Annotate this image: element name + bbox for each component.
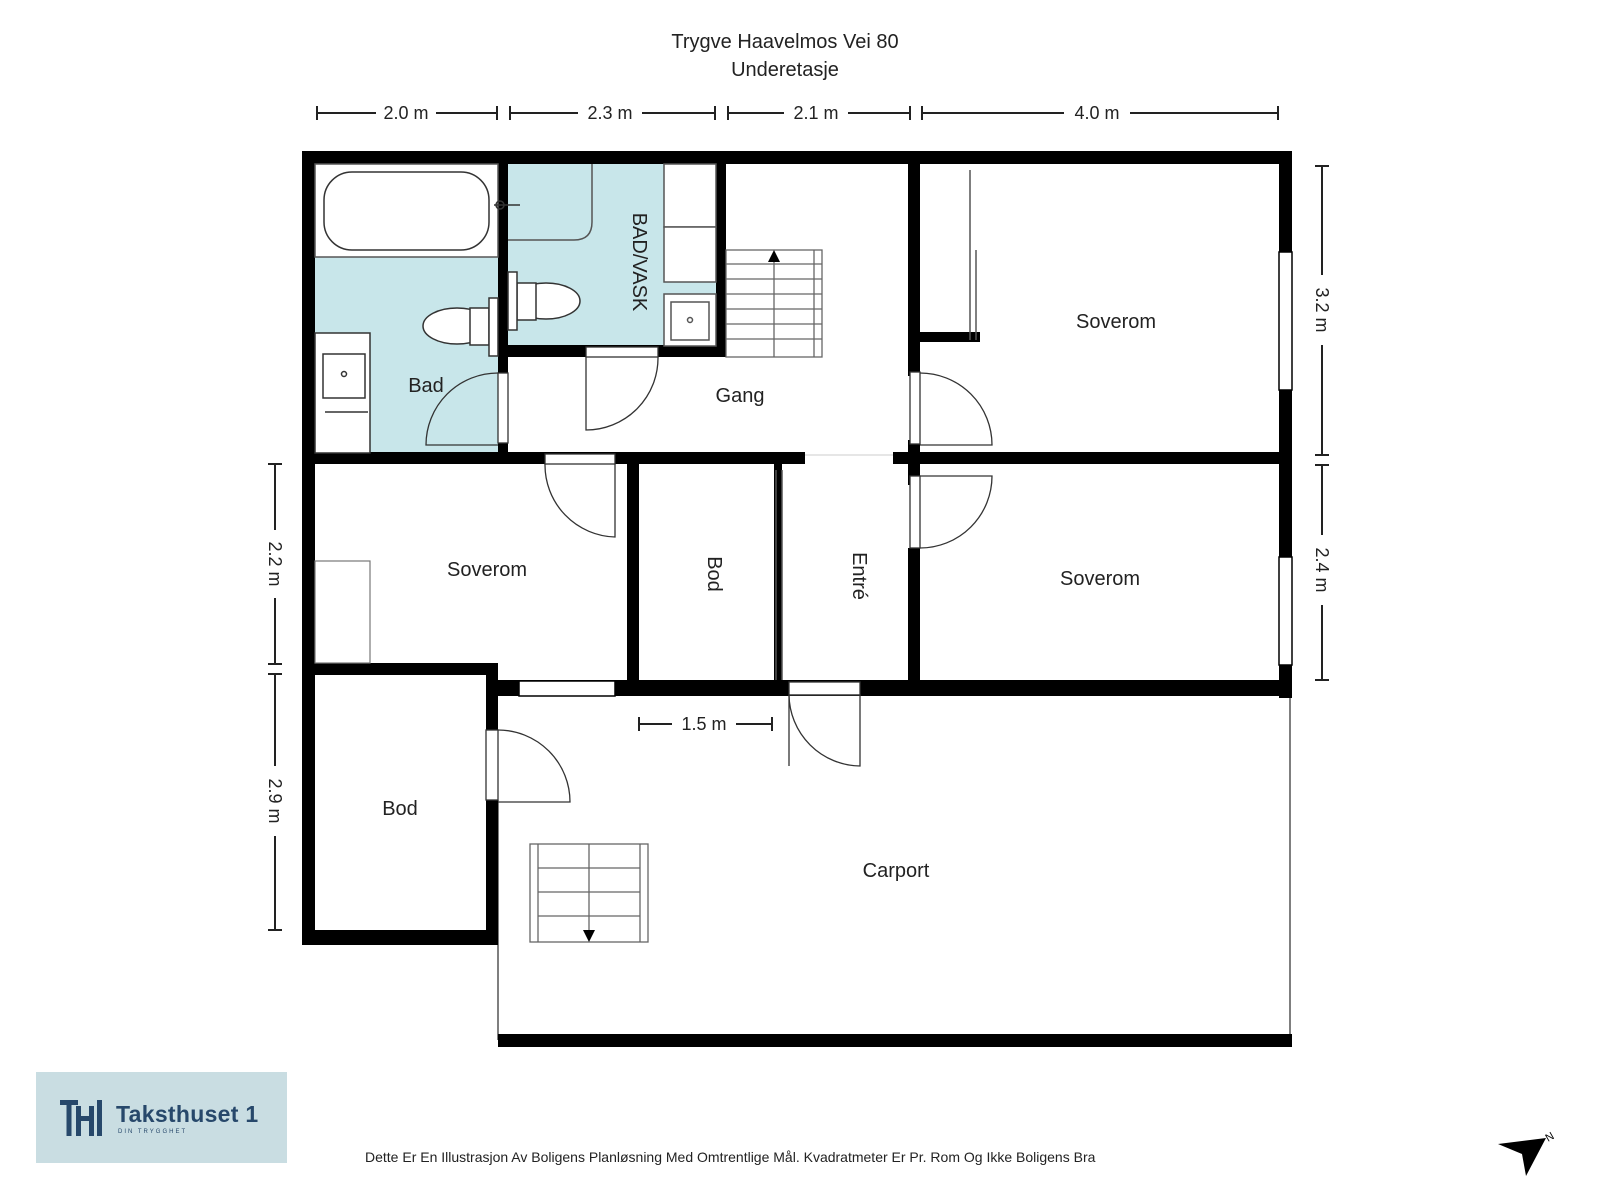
door-vask[interactable]	[585, 346, 659, 431]
toilet-bad	[422, 297, 499, 357]
dim-top-1: 2.0 m	[383, 103, 428, 123]
dim-top-3: 2.1 m	[793, 103, 838, 123]
door-soverom-lower-right[interactable]	[909, 475, 993, 549]
dim-left-2: 2.9 m	[265, 778, 285, 823]
company-logo: Taksthuset 1 DIN TRYGGHET	[36, 1072, 287, 1163]
door-bad[interactable]	[425, 372, 509, 446]
dimension-lines	[268, 106, 1329, 931]
compass-letter: N	[1544, 1130, 1557, 1144]
windows	[518, 251, 1293, 697]
shower-vask	[508, 164, 593, 241]
wardrobe-soverom	[314, 560, 371, 664]
room-label-gang: Gang	[716, 385, 765, 407]
dim-inner: 1.5 m	[681, 714, 726, 734]
door-soverom-left[interactable]	[544, 453, 616, 538]
toilet-vask	[507, 271, 581, 331]
dim-left-1: 2.2 m	[265, 541, 285, 586]
door-soverom-upper-right[interactable]	[909, 371, 993, 446]
plan-address: Trygve Haavelmos Vei 80	[671, 31, 899, 53]
sink-bad	[314, 332, 371, 454]
door-entre[interactable]	[788, 681, 861, 767]
room-label-entre: Entré	[848, 552, 870, 600]
dim-right-2: 2.4 m	[1312, 547, 1332, 592]
room-label-soverom-lower-right: Soverom	[1060, 568, 1140, 590]
room-label-bod-left: Bod	[382, 798, 418, 820]
dim-top-2: 2.3 m	[587, 103, 632, 123]
room-label-bad-vask: BAD/VASK	[628, 213, 650, 312]
bathtub	[314, 163, 520, 258]
stairs-carport	[529, 843, 649, 943]
disclaimer-text: Dette Er En Illustrasjon Av Boligens Pla…	[365, 1149, 1096, 1165]
room-label-soverom-upper-right: Soverom	[1076, 311, 1156, 333]
washer-cabinets	[663, 163, 717, 347]
plan-floor-name: Underetasje	[731, 59, 839, 81]
room-label-bad: Bad	[408, 375, 444, 397]
room-label-carport: Carport	[863, 860, 930, 882]
room-label-soverom-left: Soverom	[447, 559, 527, 581]
closet-soverom	[969, 170, 977, 340]
north-arrow-icon: N	[1490, 1126, 1560, 1182]
walls	[302, 151, 1292, 1047]
dim-right-1: 3.2 m	[1312, 287, 1332, 332]
door-bod-left[interactable]	[485, 729, 571, 803]
sliding-door-bod	[775, 470, 783, 680]
stairs-gang	[725, 249, 823, 358]
logo-tagline: DIN TRYGGHET	[118, 1128, 188, 1135]
room-label-bod-middle: Bod	[703, 556, 725, 592]
logo-mark	[60, 1099, 102, 1136]
logo-name: Taksthuset 1	[116, 1100, 259, 1127]
dim-top-4: 4.0 m	[1074, 103, 1119, 123]
